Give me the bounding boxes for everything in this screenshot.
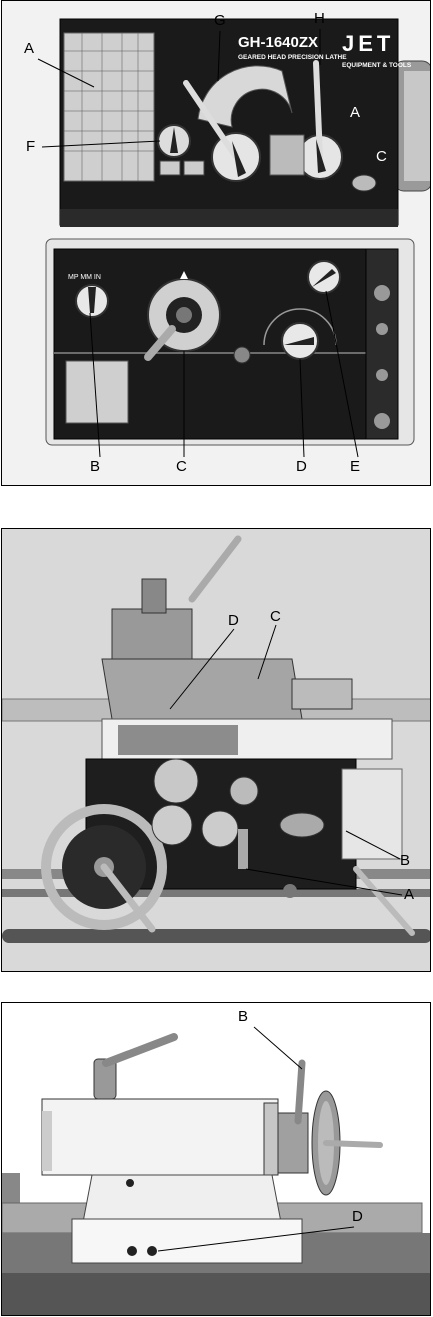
- model-subtitle: GEARED HEAD PRECISION LATHE: [238, 54, 347, 61]
- callout-c: C: [176, 458, 187, 475]
- figure-carriage-apron: D C B A: [1, 528, 431, 972]
- brand-tagline: EQUIPMENT & TOOLS: [342, 62, 412, 69]
- callout-a: A: [24, 40, 35, 57]
- figure-tailstock: B D: [1, 1002, 431, 1316]
- callout-a-headstock: A: [350, 104, 361, 121]
- callout-c: C: [270, 608, 281, 625]
- dial-unit-label: MP MM IN: [68, 274, 101, 281]
- callout-g: G: [214, 12, 226, 29]
- carriage-illustration: [2, 529, 430, 971]
- callout-e: E: [350, 458, 361, 475]
- brand-logo: JET: [342, 31, 394, 56]
- callout-a: A: [404, 886, 415, 903]
- callout-d: D: [228, 612, 239, 629]
- tailstock-illustration: [2, 1003, 430, 1315]
- model-label: GH-1640ZX: [238, 34, 318, 51]
- callout-b: B: [238, 1008, 249, 1025]
- headstock-illustration: GH-1640ZX GEARED HEAD PRECISION LATHE JE…: [2, 1, 430, 485]
- callout-d: D: [296, 458, 307, 475]
- callout-b: B: [400, 852, 411, 869]
- callout-h: H: [314, 10, 325, 27]
- callout-d: D: [352, 1208, 363, 1225]
- callout-c-headstock: C: [376, 148, 387, 165]
- callout-f: F: [26, 138, 36, 155]
- figure-headstock-gearbox: GH-1640ZX GEARED HEAD PRECISION LATHE JE…: [1, 0, 431, 486]
- callout-b: B: [90, 458, 101, 475]
